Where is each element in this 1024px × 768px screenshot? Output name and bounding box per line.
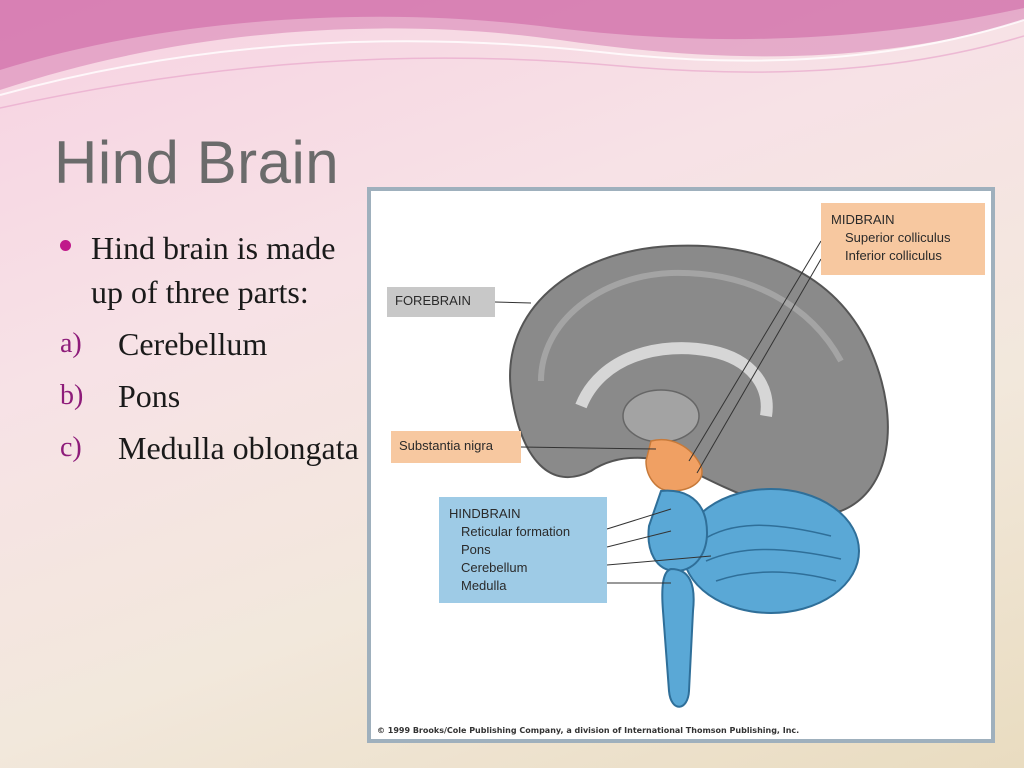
cerebellum-shape (682, 488, 860, 614)
bullet-list: Hind brain is made up of three parts: a)… (60, 226, 360, 470)
cerebrum-shape (509, 244, 889, 514)
thalamus-shape (622, 389, 700, 443)
pons-label: Pons (461, 542, 491, 557)
cerebrum-highlight (538, 269, 844, 382)
hindbrain-label-box: HINDBRAIN Reticular formation Pons Cereb… (439, 497, 607, 603)
list-item-text: Medulla oblongata (118, 430, 359, 466)
leader-forebrain (494, 301, 532, 304)
leader-inferior (696, 258, 822, 474)
list-marker: b) (60, 380, 84, 411)
cerebellum-folia (700, 524, 842, 582)
leader-superior (688, 240, 822, 462)
medulla-label: Medulla (461, 578, 507, 593)
list-item-cerebellum: a) Cerebellum (60, 322, 360, 366)
midbrain-heading: MIDBRAIN (831, 212, 895, 227)
leader-reticular (606, 508, 672, 530)
forebrain-label: FOREBRAIN (387, 287, 495, 317)
substantia-nigra-label: Substantia nigra (391, 431, 521, 463)
midbrain-shape (645, 439, 703, 492)
bullet-item: Hind brain is made up of three parts: (60, 226, 360, 314)
bullet-dot-icon (60, 240, 71, 251)
brain-illustration (494, 240, 889, 708)
medulla-shape (661, 567, 695, 708)
bullet-text: Hind brain is made up of three parts: (91, 230, 336, 310)
cerebellum-label: Cerebellum (461, 560, 528, 575)
list-marker: a) (60, 328, 82, 359)
hindbrain-heading: HINDBRAIN (449, 506, 521, 521)
leader-substantia (520, 446, 657, 450)
leader-pons (606, 530, 672, 548)
list-item-text: Cerebellum (118, 326, 268, 362)
list-item-pons: b) Pons (60, 374, 360, 418)
header-swoosh (0, 0, 1024, 109)
list-item-medulla: c) Medulla oblongata (60, 426, 360, 470)
leader-cerebellum (606, 555, 712, 566)
brain-diagram: FOREBRAIN Substantia nigra MIDBRAIN Supe… (367, 187, 995, 743)
pons-shape (647, 489, 708, 573)
copyright-notice: © 1999 Brooks/Cole Publishing Company, a… (377, 726, 800, 735)
superior-colliculus-label: Superior colliculus (845, 230, 951, 245)
inferior-colliculus-label: Inferior colliculus (845, 248, 942, 263)
slide-title: Hind Brain (54, 129, 340, 196)
list-marker: c) (60, 432, 82, 463)
list-item-text: Pons (118, 378, 181, 414)
reticular-formation-label: Reticular formation (461, 524, 571, 539)
corpus-callosum (575, 342, 773, 417)
midbrain-label-box: MIDBRAIN Superior colliculus Inferior co… (821, 203, 985, 275)
